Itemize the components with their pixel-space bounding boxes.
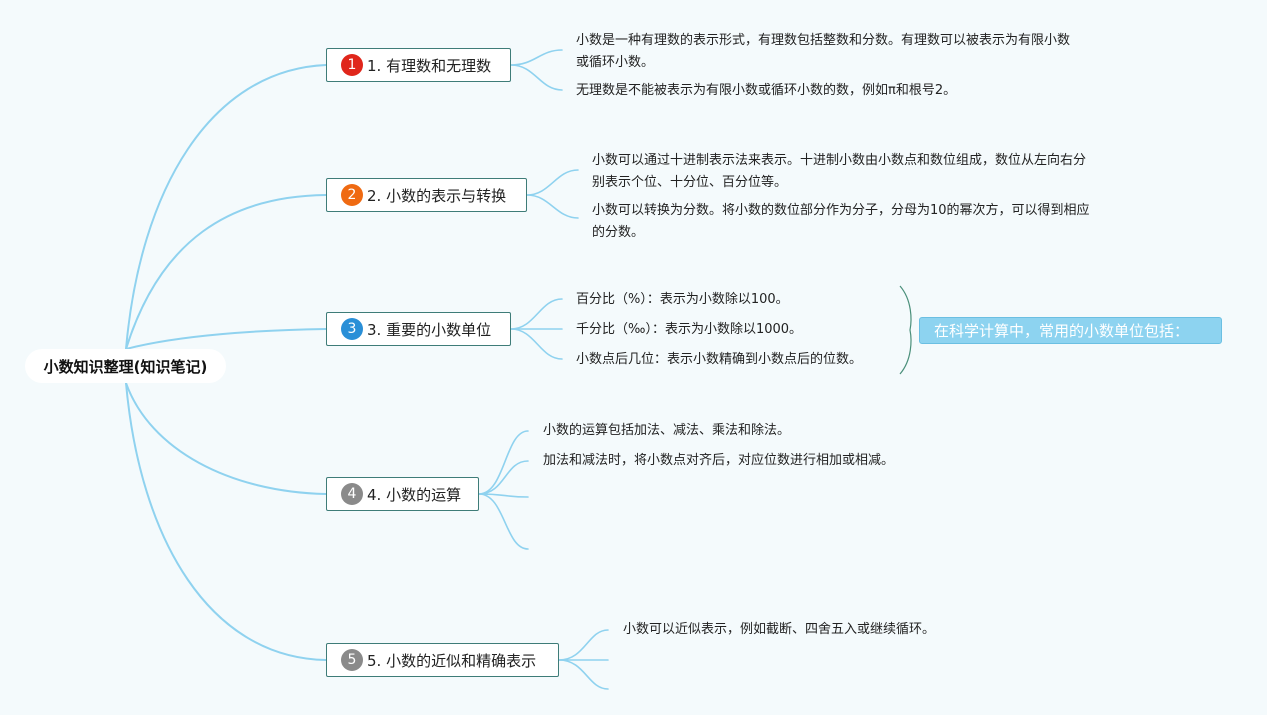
topic-5-leaf-1[interactable]: 小数可以近似表示，例如截断、四舍五入或继续循环。: [623, 622, 936, 637]
topic-2-label: 2. 小数的表示与转换: [367, 186, 507, 205]
branch-t4-leaf-3: [478, 493, 529, 498]
branch-root-topic-3: [125, 328, 327, 350]
central-topic-label: 小数知识整理(知识笔记): [43, 357, 208, 376]
topic-3-label: 3. 重要的小数单位: [367, 320, 492, 339]
priority-4-icon: 4: [341, 483, 363, 505]
topic-2-leaf-2[interactable]: 小数可以转换为分数。将小数的数位部分作为分子，分母为10的幂次方，可以得到相应的…: [592, 203, 1090, 240]
central-topic[interactable]: 小数知识整理(知识笔记): [25, 349, 226, 383]
branch-root-topic-2: [125, 194, 327, 350]
topic-1-leaf-2[interactable]: 无理数是不能被表示为有限小数或循环小数的数，例如π和根号2。: [576, 83, 957, 98]
branch-t2-leaf-1: [526, 169, 579, 196]
topic-1-leaf-1[interactable]: 小数是一种有理数的表示形式，有理数包括整数和分数。有理数可以被表示为有限小数或循…: [576, 33, 1071, 70]
topic-2[interactable]: 2 2. 小数的表示与转换: [326, 178, 527, 212]
topic-4-label: 4. 小数的运算: [367, 485, 462, 504]
branch-t3-leaf-3: [510, 328, 563, 360]
branch-t5-leaf-3: [558, 659, 609, 690]
topic-5[interactable]: 5 5. 小数的近似和精确表示: [326, 643, 559, 677]
branch-t1-leaf-1: [510, 49, 563, 66]
summary-callout-label: 在科学计算中，常用的小数单位包括：: [934, 322, 1190, 340]
branch-t4-leaf-2: [478, 460, 529, 495]
topic-5-label: 5. 小数的近似和精确表示: [367, 651, 537, 670]
topic-3-leaf-3[interactable]: 小数点后几位：表示小数精确到小数点后的位数。: [576, 352, 863, 367]
topic-4-leaf-2[interactable]: 加法和减法时，将小数点对齐后，对应位数进行相加或相减。: [543, 453, 895, 468]
branch-t4-leaf-4: [478, 493, 529, 550]
branch-t1-leaf-2: [510, 64, 563, 91]
priority-2-icon: 2: [341, 184, 363, 206]
topic-1[interactable]: 1 1. 有理数和无理数: [326, 48, 511, 82]
branch-t2-leaf-2: [526, 194, 579, 219]
priority-1-icon: 1: [341, 54, 363, 76]
branch-t3-leaf-1: [510, 298, 563, 330]
topic-4[interactable]: 4 4. 小数的运算: [326, 477, 479, 511]
topic-2-leaf-1[interactable]: 小数可以通过十进制表示法来表示。十进制小数由小数点和数位组成，数位从左向右分别表…: [592, 153, 1087, 190]
topic-3-leaf-1[interactable]: 百分比（%）：表示为小数除以100。: [576, 292, 789, 307]
summary-callout[interactable]: 在科学计算中，常用的小数单位包括：: [919, 317, 1222, 344]
branch-root-topic-1: [125, 64, 327, 350]
topic-4-leaf-1[interactable]: 小数的运算包括加法、减法、乘法和除法。: [543, 423, 791, 438]
topic-3[interactable]: 3 3. 重要的小数单位: [326, 312, 511, 346]
priority-5-icon: 5: [341, 649, 363, 671]
priority-3-icon: 3: [341, 318, 363, 340]
topic-3-leaf-2[interactable]: 千分比（‰）：表示为小数除以1000。: [576, 322, 803, 337]
branch-t5-leaf-1: [558, 629, 609, 661]
branch-root-topic-5: [125, 382, 327, 661]
branch-root-topic-4: [125, 382, 327, 495]
summary-bracket: [899, 285, 912, 375]
branch-t4-leaf-1: [478, 430, 529, 495]
topic-1-label: 1. 有理数和无理数: [367, 56, 492, 75]
